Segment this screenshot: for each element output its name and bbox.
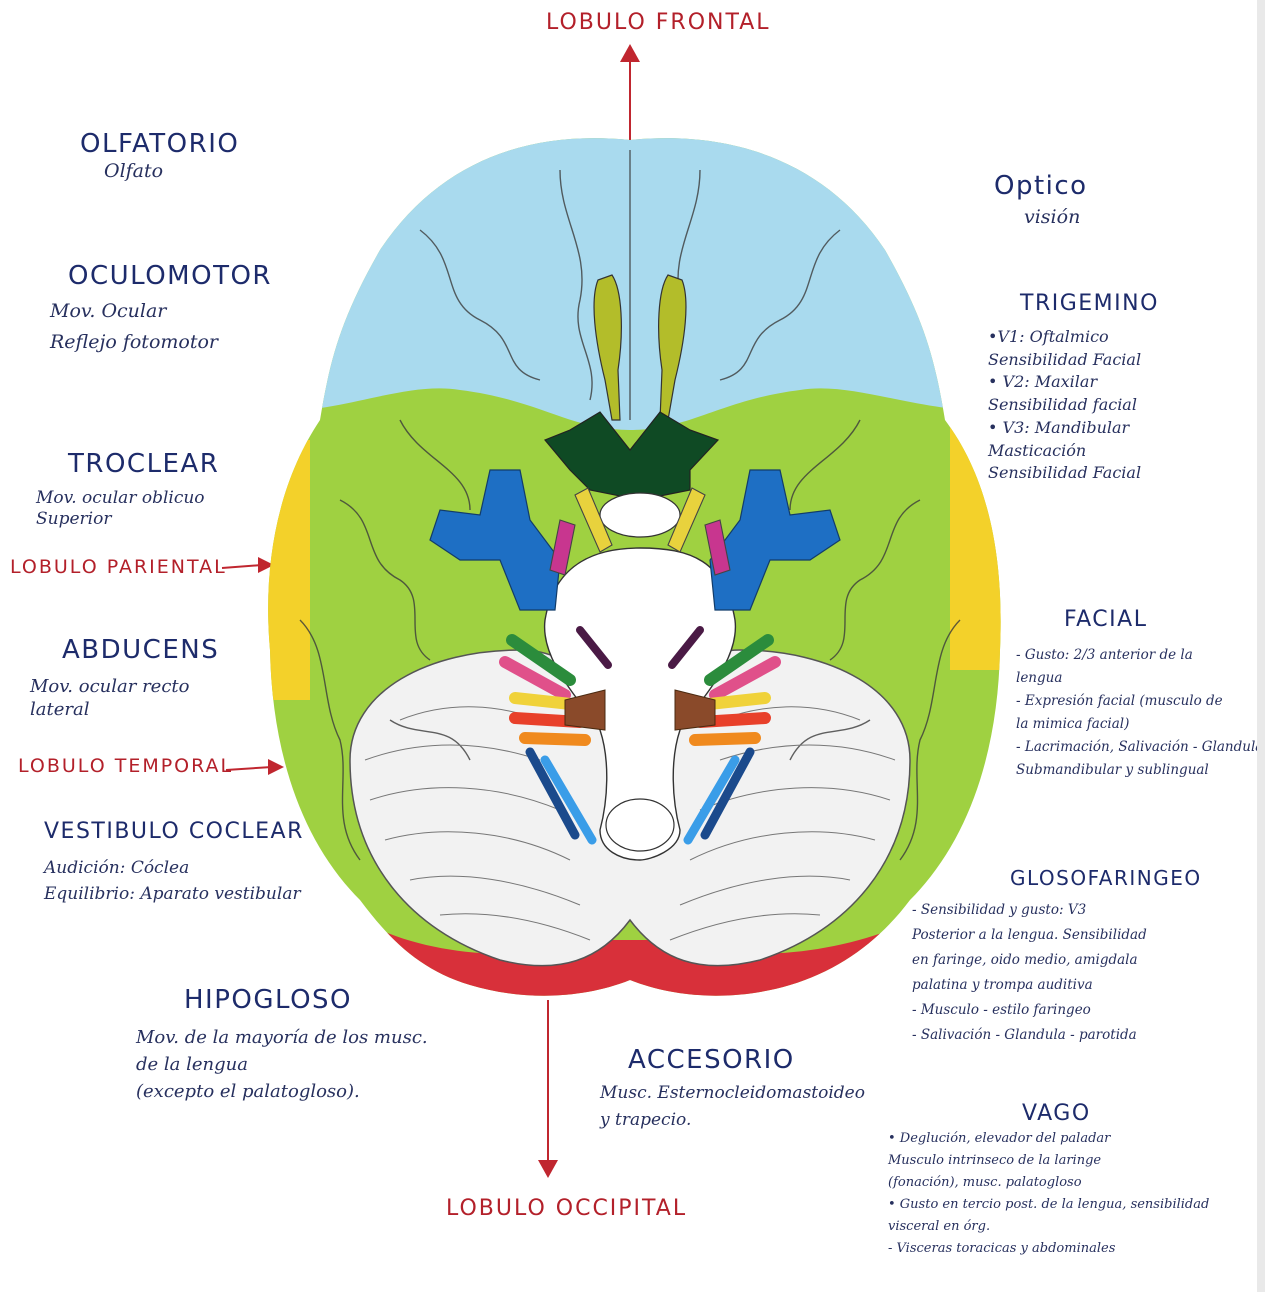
facial-text: - Gusto: 2/3 anterior de la lengua - Exp… [1016, 644, 1263, 782]
occipital-lobe-label: LOBULO OCCIPITAL [446, 1196, 687, 1221]
olfatorio-text: Olfato [104, 160, 163, 184]
frontal-lobe-label: LOBULO FRONTAL [546, 10, 771, 35]
temporal-lobe-label: LOBULO TEMPORAL [18, 755, 233, 777]
spinal-cord-section [606, 799, 674, 851]
troclear-title: TROCLEAR [68, 448, 219, 481]
oculomotor-text: Mov. Ocular Reflejo fotomotor [50, 296, 218, 359]
hipogloso-title: HIPOGLOSO [184, 984, 352, 1017]
occipital-arrow [538, 1000, 558, 1178]
facial-title: FACIAL [1064, 606, 1147, 634]
abducens-title: ABDUCENS [62, 634, 219, 667]
trigemino-text: •V1: Oftalmico Sensibilidad Facial • V2:… [988, 326, 1141, 485]
optico-title: Optico [994, 170, 1088, 203]
parietal-arrow [222, 557, 274, 573]
accesorio-text: Musc. Esternocleidomastoideo y trapecio. [600, 1080, 865, 1134]
vestibulococlear-title: VESTIBULO COCLEAR [44, 818, 304, 846]
optico-text: visión [1024, 206, 1080, 230]
pituitary [600, 493, 680, 537]
glosofaringeo-text: - Sensibilidad y gusto: V3 Posterior a l… [912, 898, 1147, 1048]
page-edge [1257, 0, 1265, 1292]
hipogloso-text: Mov. de la mayoría de los musc. de la le… [136, 1024, 428, 1105]
olfatorio-title: OLFATORIO [80, 128, 239, 161]
frontal-lobe [250, 130, 1030, 430]
accesorio-title: ACCESORIO [628, 1044, 795, 1077]
trigemino-title: TRIGEMINO [1020, 290, 1159, 318]
vago-title: VAGO [1022, 1100, 1091, 1128]
vago-text: • Deglución, elevador del paladar Muscul… [888, 1128, 1209, 1261]
oculomotor-title: OCULOMOTOR [68, 260, 272, 293]
vestibulococlear-text: Audición: Cóclea Equilibrio: Aparato ves… [44, 855, 301, 908]
parietal-lobe-label: LOBULO PARIENTAL [10, 556, 227, 578]
frontal-arrow [620, 44, 640, 140]
troclear-text: Mov. ocular oblicuo Superior [36, 488, 205, 531]
temporal-arrow [226, 759, 284, 775]
glosofaringeo-title: GLOSOFARINGEO [1010, 866, 1202, 891]
abducens-text: Mov. ocular recto lateral [30, 676, 189, 721]
